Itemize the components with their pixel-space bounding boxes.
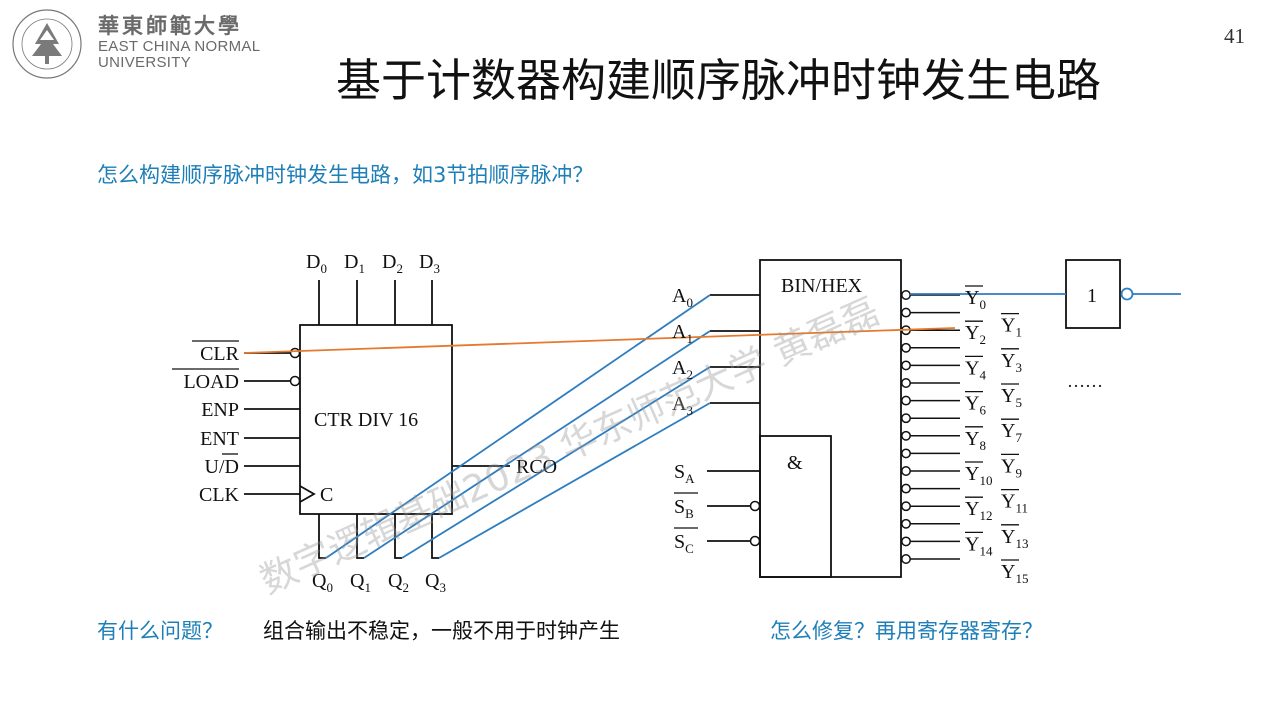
q-output-label: Q0 [312, 570, 333, 595]
and-label: & [787, 452, 803, 474]
enp-label: ENP [201, 399, 239, 421]
s-input-label: SC [674, 531, 694, 556]
clk-label: CLK [199, 484, 240, 506]
counter-label: CTR DIV 16 [314, 409, 418, 431]
page-number: 41 [1224, 24, 1245, 48]
output-bubble [901, 342, 911, 353]
d-input-label: D0 [306, 251, 327, 276]
ud-label: U/D [205, 456, 239, 478]
y-output-label: Y2 [965, 322, 986, 347]
load-label: LOAD [183, 371, 239, 393]
rco-label: RCO [516, 456, 557, 478]
bottom-question: 有什么问题？ [97, 619, 223, 643]
output-bubble [901, 536, 911, 547]
clock-input-label: C [320, 484, 333, 506]
d-input-label: D2 [382, 251, 403, 276]
clr-label: CLR [200, 343, 240, 365]
university-name-en-line1: EAST CHINA NORMAL [98, 38, 261, 55]
y-output-label: Y12 [965, 498, 992, 523]
a-input-label: A0 [672, 285, 693, 310]
y-output-label: Y8 [965, 428, 986, 453]
q-output-label: Q3 [425, 570, 446, 595]
counter-box [299, 324, 453, 515]
ellipsis: …… [1067, 371, 1103, 391]
q-output-label: Q2 [388, 570, 409, 595]
question-text: 怎么构建顺序脉冲时钟发生电路，如3节拍顺序脉冲？ [97, 163, 594, 187]
y-output-label: Y4 [965, 357, 986, 382]
university-name-en: EAST CHINA NORMAL UNIVERSITY [98, 39, 260, 71]
y-output-label: Y14 [965, 533, 993, 558]
output-bubble [901, 554, 911, 564]
y-output-label: Y6 [965, 393, 986, 418]
q-output-label: Q1 [350, 570, 371, 595]
y-output-label: Y9 [1001, 455, 1022, 480]
a-input-label: A2 [672, 357, 693, 382]
a-input-label: A1 [672, 321, 693, 346]
output-bubble [901, 518, 911, 529]
output-bubble [901, 483, 911, 494]
output-bubble [901, 395, 911, 406]
decoder-label: BIN/HEX [781, 275, 863, 297]
y-output-label: Y15 [1001, 561, 1028, 586]
y-output-label: Y0 [965, 287, 986, 312]
y-output-label: Y13 [1001, 526, 1028, 551]
y-output-label: Y10 [965, 463, 992, 488]
y-output-label: Y11 [1001, 491, 1028, 516]
output-bubble [901, 448, 911, 459]
output-bubble [901, 290, 911, 300]
s-input-label: SB [674, 496, 694, 521]
output-bubble [901, 430, 911, 441]
y-output-label: Y3 [1001, 350, 1022, 375]
output-bubble [901, 501, 911, 512]
slide-title: 基于计数器构建顺序脉冲时钟发生电路 [336, 54, 1102, 107]
output-bubble [901, 466, 911, 476]
output-bubble [901, 413, 911, 424]
s-input-label: SA [674, 461, 695, 486]
university-name-cn: 華東師範大學 [98, 13, 242, 38]
y-output-label: Y1 [1001, 315, 1022, 340]
output-bubble [901, 307, 911, 318]
y-output-label: Y7 [1001, 420, 1022, 445]
fix-question: 怎么修复？再用寄存器寄存？ [770, 619, 1043, 643]
ent-label: ENT [200, 428, 239, 450]
a-input-label: A3 [672, 393, 693, 418]
d-input-label: D3 [419, 251, 440, 276]
output-bubble [901, 360, 911, 371]
output-bubble [901, 378, 911, 388]
y-output-label: Y5 [1001, 385, 1022, 410]
university-seal-icon [12, 9, 82, 79]
d-input-label: D1 [344, 251, 365, 276]
bottom-answer: 组合输出不稳定，一般不用于时钟产生 [263, 619, 620, 643]
inverter-label: 1 [1087, 285, 1097, 307]
university-name-en-line2: UNIVERSITY [98, 54, 192, 71]
